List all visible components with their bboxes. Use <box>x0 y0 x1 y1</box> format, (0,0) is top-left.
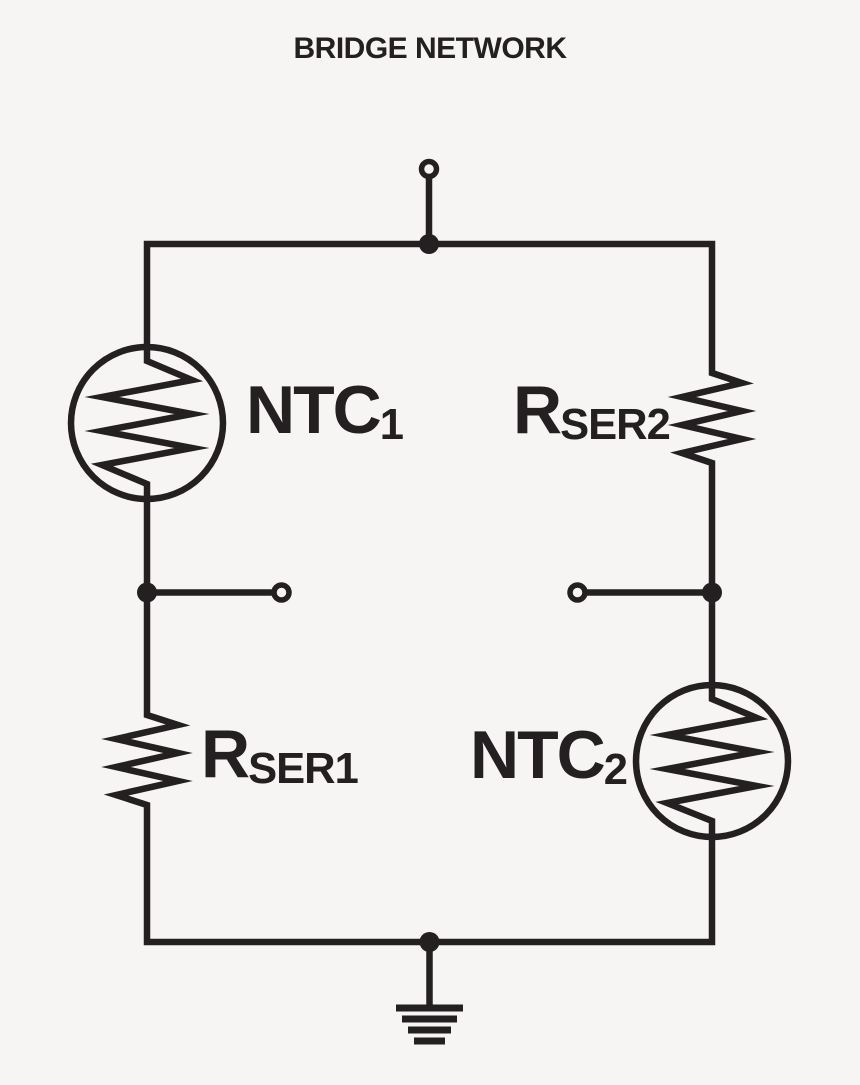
label-rser1-main: R <box>201 716 250 792</box>
ground-bar-1 <box>396 1004 463 1012</box>
left-junction-dot-icon <box>137 582 157 603</box>
thermistor-circle-ntc1-icon <box>67 343 227 503</box>
top-open-terminal-icon <box>418 158 440 180</box>
label-ntc2: NTC2 <box>470 721 628 792</box>
label-rser2-subscript: SER2 <box>560 401 671 450</box>
label-rser2-main: R <box>513 372 562 448</box>
label-ntc2-main: NTC <box>470 717 606 793</box>
left-open-terminal-icon <box>271 582 292 603</box>
label-ntc1: NTC1 <box>246 376 404 447</box>
label-ntc1-main: NTC <box>246 372 382 448</box>
circuit-loop-wire <box>84 240 775 946</box>
ground-bar-3 <box>408 1026 451 1034</box>
label-ntc1-subscript: 1 <box>379 401 404 450</box>
label-rser2: RSER2 <box>513 376 671 447</box>
right-open-terminal-icon <box>567 582 588 603</box>
diagram-title: BRIDGE NETWORK <box>293 32 568 65</box>
ground-bar-4 <box>414 1037 445 1045</box>
label-rser1-subscript: SER1 <box>248 745 359 794</box>
thermistor-circle-ntc2-icon <box>632 681 792 841</box>
top-junction-dot-icon <box>419 234 439 254</box>
label-rser1: RSER1 <box>201 720 359 791</box>
ground-icon <box>396 932 463 1045</box>
label-ntc2-subscript: 2 <box>603 746 628 795</box>
right-junction-dot-icon <box>702 582 722 603</box>
ground-bar-2 <box>402 1015 457 1023</box>
